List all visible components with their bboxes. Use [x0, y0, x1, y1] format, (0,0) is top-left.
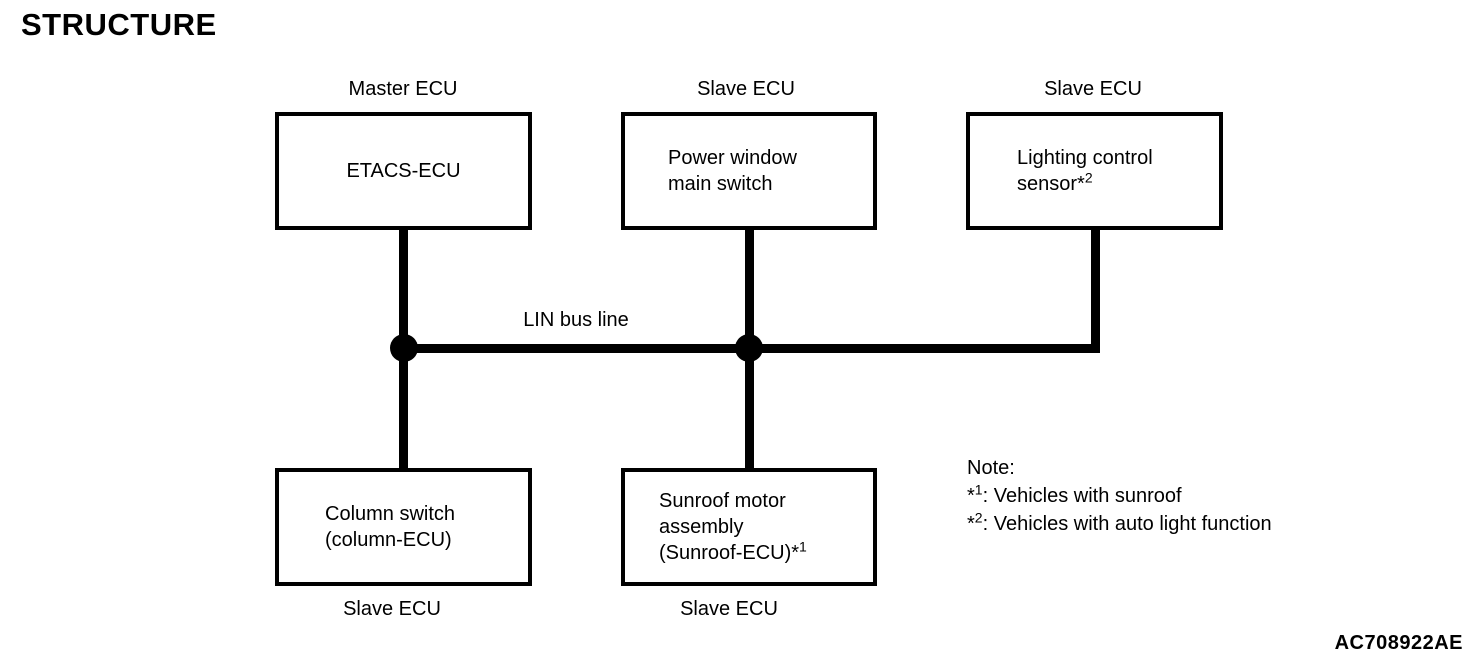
node-sunroof-line1: Sunroof motor	[659, 490, 786, 512]
node-lighting-line2: sensor*2	[1017, 169, 1093, 195]
footnote-marker-1: 1	[799, 538, 807, 555]
connector-lighting-sensor-drop	[1091, 228, 1100, 353]
note-block: Note: *1: Vehicles with sunroof *2: Vehi…	[967, 454, 1272, 538]
node-sunroof-line3: (Sunroof-ECU)*1	[659, 538, 807, 564]
lin-bus-line-label: LIN bus line	[523, 309, 629, 331]
node-etacs-ecu-label: ETACS-ECU	[346, 160, 461, 182]
bus-junction-dot-right	[735, 334, 763, 362]
node-column-switch-line2: (column-ECU)	[325, 529, 452, 551]
page-title: STRUCTURE	[21, 7, 217, 42]
footnote-marker-2: 2	[1084, 169, 1093, 186]
role-label-slave-lighting: Slave ECU	[1044, 78, 1142, 100]
role-label-slave-sunroof: Slave ECU	[680, 598, 778, 620]
bus-junction-dot-left	[390, 334, 418, 362]
node-lighting-line1: Lighting control	[1017, 147, 1153, 169]
node-power-window-main-switch: Power window main switch	[621, 112, 877, 230]
role-label-slave-power-window: Slave ECU	[697, 78, 795, 100]
node-lighting-control-sensor: Lighting control sensor*2	[966, 112, 1223, 230]
note-item-2: *2: Vehicles with auto light function	[967, 509, 1272, 535]
role-label-slave-column-switch: Slave ECU	[343, 598, 441, 620]
note-heading: Note:	[967, 457, 1015, 479]
node-column-switch: Column switch (column-ECU)	[275, 468, 532, 586]
node-power-window-line1: Power window	[668, 147, 797, 169]
node-sunroof-line2: assembly	[659, 516, 744, 538]
node-power-window-line2: main switch	[668, 173, 773, 195]
node-sunroof-motor-assembly: Sunroof motor assembly (Sunroof-ECU)*1	[621, 468, 877, 586]
node-etacs-ecu: ETACS-ECU	[275, 112, 532, 230]
node-column-switch-line1: Column switch	[325, 503, 456, 525]
role-label-master-ecu: Master ECU	[348, 78, 458, 100]
figure-code: AC708922AE	[1334, 632, 1463, 654]
note-item-1: *1: Vehicles with sunroof	[967, 481, 1182, 507]
